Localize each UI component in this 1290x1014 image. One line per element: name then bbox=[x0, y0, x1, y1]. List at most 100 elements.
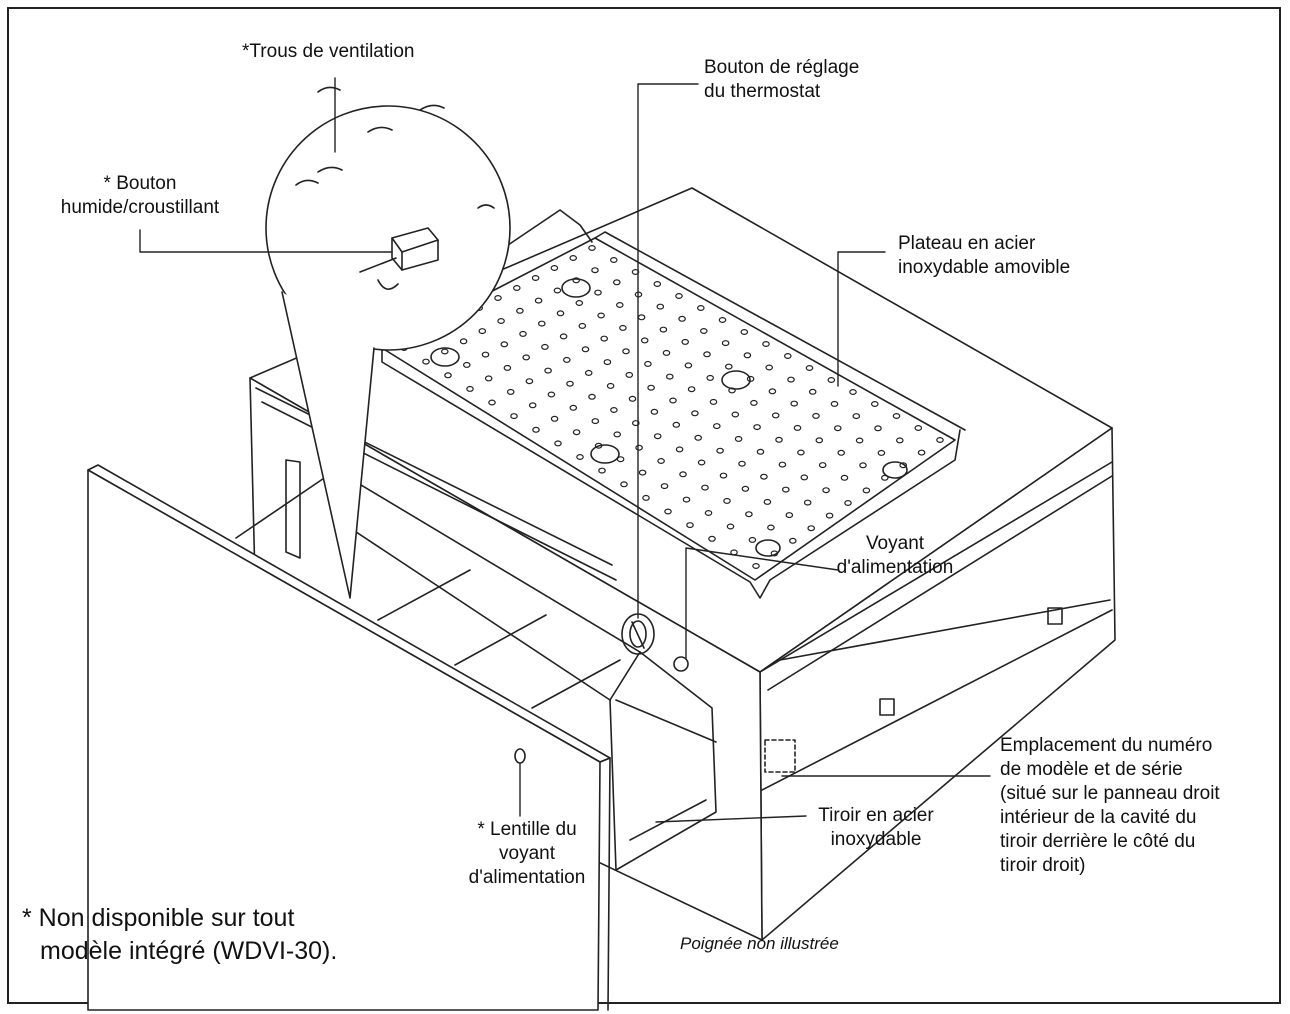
perforation-hole bbox=[687, 386, 696, 393]
perforation-hole bbox=[462, 361, 471, 368]
perforation-hole bbox=[815, 437, 824, 444]
perforation-hole bbox=[818, 462, 827, 469]
perforation-hole bbox=[653, 281, 662, 288]
perforation-hole bbox=[576, 454, 584, 461]
label-stainless-drawer: Tiroir en acier inoxydable bbox=[796, 804, 956, 852]
perforation-hole bbox=[914, 425, 923, 432]
perforation-hole bbox=[807, 525, 816, 532]
footnote-line-2: modèle intégré (WDVI-30). bbox=[40, 937, 338, 965]
perforation-hole bbox=[562, 356, 571, 363]
perforation-hole bbox=[708, 535, 716, 542]
perforation-hole bbox=[669, 397, 677, 404]
perforation-hole bbox=[899, 462, 908, 469]
perforation-hole bbox=[569, 255, 578, 262]
perforation-hole bbox=[525, 378, 534, 385]
label-drawer-line-2: inoxydable bbox=[830, 829, 922, 850]
detail-callout bbox=[265, 86, 511, 599]
perforation-hole bbox=[619, 324, 627, 331]
perforation-hole bbox=[679, 471, 687, 478]
perforation-hole bbox=[653, 433, 662, 440]
perforation-hole bbox=[750, 399, 758, 406]
perforation-hole bbox=[862, 487, 871, 494]
perforation-hole bbox=[697, 459, 706, 466]
perforation-hole bbox=[544, 367, 552, 374]
perforation-hole bbox=[797, 449, 805, 456]
perforation-hole bbox=[516, 307, 524, 314]
perforation-hole bbox=[808, 388, 817, 395]
perforation-hole bbox=[756, 448, 765, 455]
perforation-hole bbox=[569, 404, 578, 411]
perforation-hole bbox=[588, 245, 596, 252]
perforation-hole bbox=[500, 341, 509, 348]
perforation-hole bbox=[793, 424, 802, 431]
perforation-hole bbox=[622, 348, 630, 355]
power-light bbox=[673, 656, 689, 672]
perforation-hole bbox=[597, 312, 605, 319]
perforation-hole bbox=[696, 305, 705, 312]
perforation-hole bbox=[800, 474, 809, 481]
perforation-hole bbox=[748, 536, 757, 543]
perforation-hole bbox=[650, 408, 659, 415]
perforation-hole bbox=[781, 486, 790, 493]
perforation-hole bbox=[936, 437, 944, 444]
perforation-hole bbox=[877, 449, 886, 456]
perforation-hole bbox=[550, 265, 559, 272]
perforation-hole bbox=[537, 320, 546, 327]
perforation-hole bbox=[572, 429, 581, 436]
perforation-hole bbox=[852, 413, 861, 420]
perforation-hole bbox=[481, 351, 490, 358]
perforation-hole bbox=[681, 338, 690, 345]
perforation-hole bbox=[503, 364, 512, 371]
perforation-hole bbox=[723, 497, 731, 504]
perforation-hole bbox=[788, 537, 797, 544]
label-model-line-3: (situé sur le panneau droit bbox=[1000, 783, 1220, 804]
perforation-hole bbox=[660, 483, 669, 490]
perforation-hole bbox=[716, 447, 724, 454]
perforation-hole bbox=[559, 333, 568, 340]
perforation-hole bbox=[830, 400, 839, 407]
perforation-hole bbox=[895, 437, 904, 444]
perforation-hole bbox=[743, 352, 752, 359]
perforation-hole bbox=[588, 393, 596, 400]
perforation-hole bbox=[578, 322, 587, 329]
perforation-hole bbox=[584, 369, 593, 376]
perforation-hole bbox=[665, 373, 674, 380]
footnote-line-1: * Non disponible sur tout bbox=[22, 904, 295, 932]
perforation-hole bbox=[778, 461, 787, 468]
perforation-hole bbox=[478, 328, 487, 335]
label-model-line-6: tiroir droit) bbox=[1000, 855, 1086, 876]
label-model-serial-location: Emplacement du numéro de modèle et de sé… bbox=[1000, 734, 1220, 878]
perforation-hole bbox=[519, 330, 527, 337]
perforation-hole bbox=[753, 424, 761, 431]
perforation-hole bbox=[615, 302, 624, 309]
perforation-hole bbox=[874, 425, 882, 432]
perforation-hole bbox=[531, 275, 540, 282]
perforation-hole bbox=[718, 317, 727, 324]
perforation-hole bbox=[581, 346, 590, 353]
perforation-hole bbox=[706, 374, 715, 381]
footnote-not-available: * Non disponible sur tout modèle intégré… bbox=[22, 902, 337, 968]
label-drawer-line-1: Tiroir en acier bbox=[818, 805, 934, 826]
perforation-hole bbox=[675, 293, 683, 300]
perforation-hole bbox=[837, 449, 846, 456]
perforation-hole bbox=[656, 303, 665, 310]
perforation-hole bbox=[741, 485, 750, 492]
perforation-hole bbox=[657, 458, 665, 465]
label-tray-line-2: inoxydable amovible bbox=[898, 257, 1071, 278]
perforation-hole bbox=[719, 472, 728, 479]
perforation-hole bbox=[512, 285, 521, 292]
label-model-line-1: Emplacement du numéro bbox=[1000, 735, 1213, 756]
perforation-hole bbox=[785, 512, 794, 519]
perforation-hole bbox=[642, 494, 650, 501]
perforation-hole bbox=[840, 474, 849, 481]
perforation-hole bbox=[822, 487, 830, 494]
label-power-light-line-1: Voyant bbox=[865, 533, 925, 554]
label-thermostat-line-1: Bouton de réglage bbox=[704, 57, 860, 78]
label-model-line-5: tiroir derrière le côté du bbox=[1000, 831, 1196, 852]
perforation-hole bbox=[566, 380, 574, 387]
perforation-hole bbox=[591, 418, 600, 425]
perforation-hole bbox=[635, 444, 643, 451]
perforation-hole bbox=[678, 315, 686, 322]
crisp-switch-icon bbox=[359, 227, 439, 290]
